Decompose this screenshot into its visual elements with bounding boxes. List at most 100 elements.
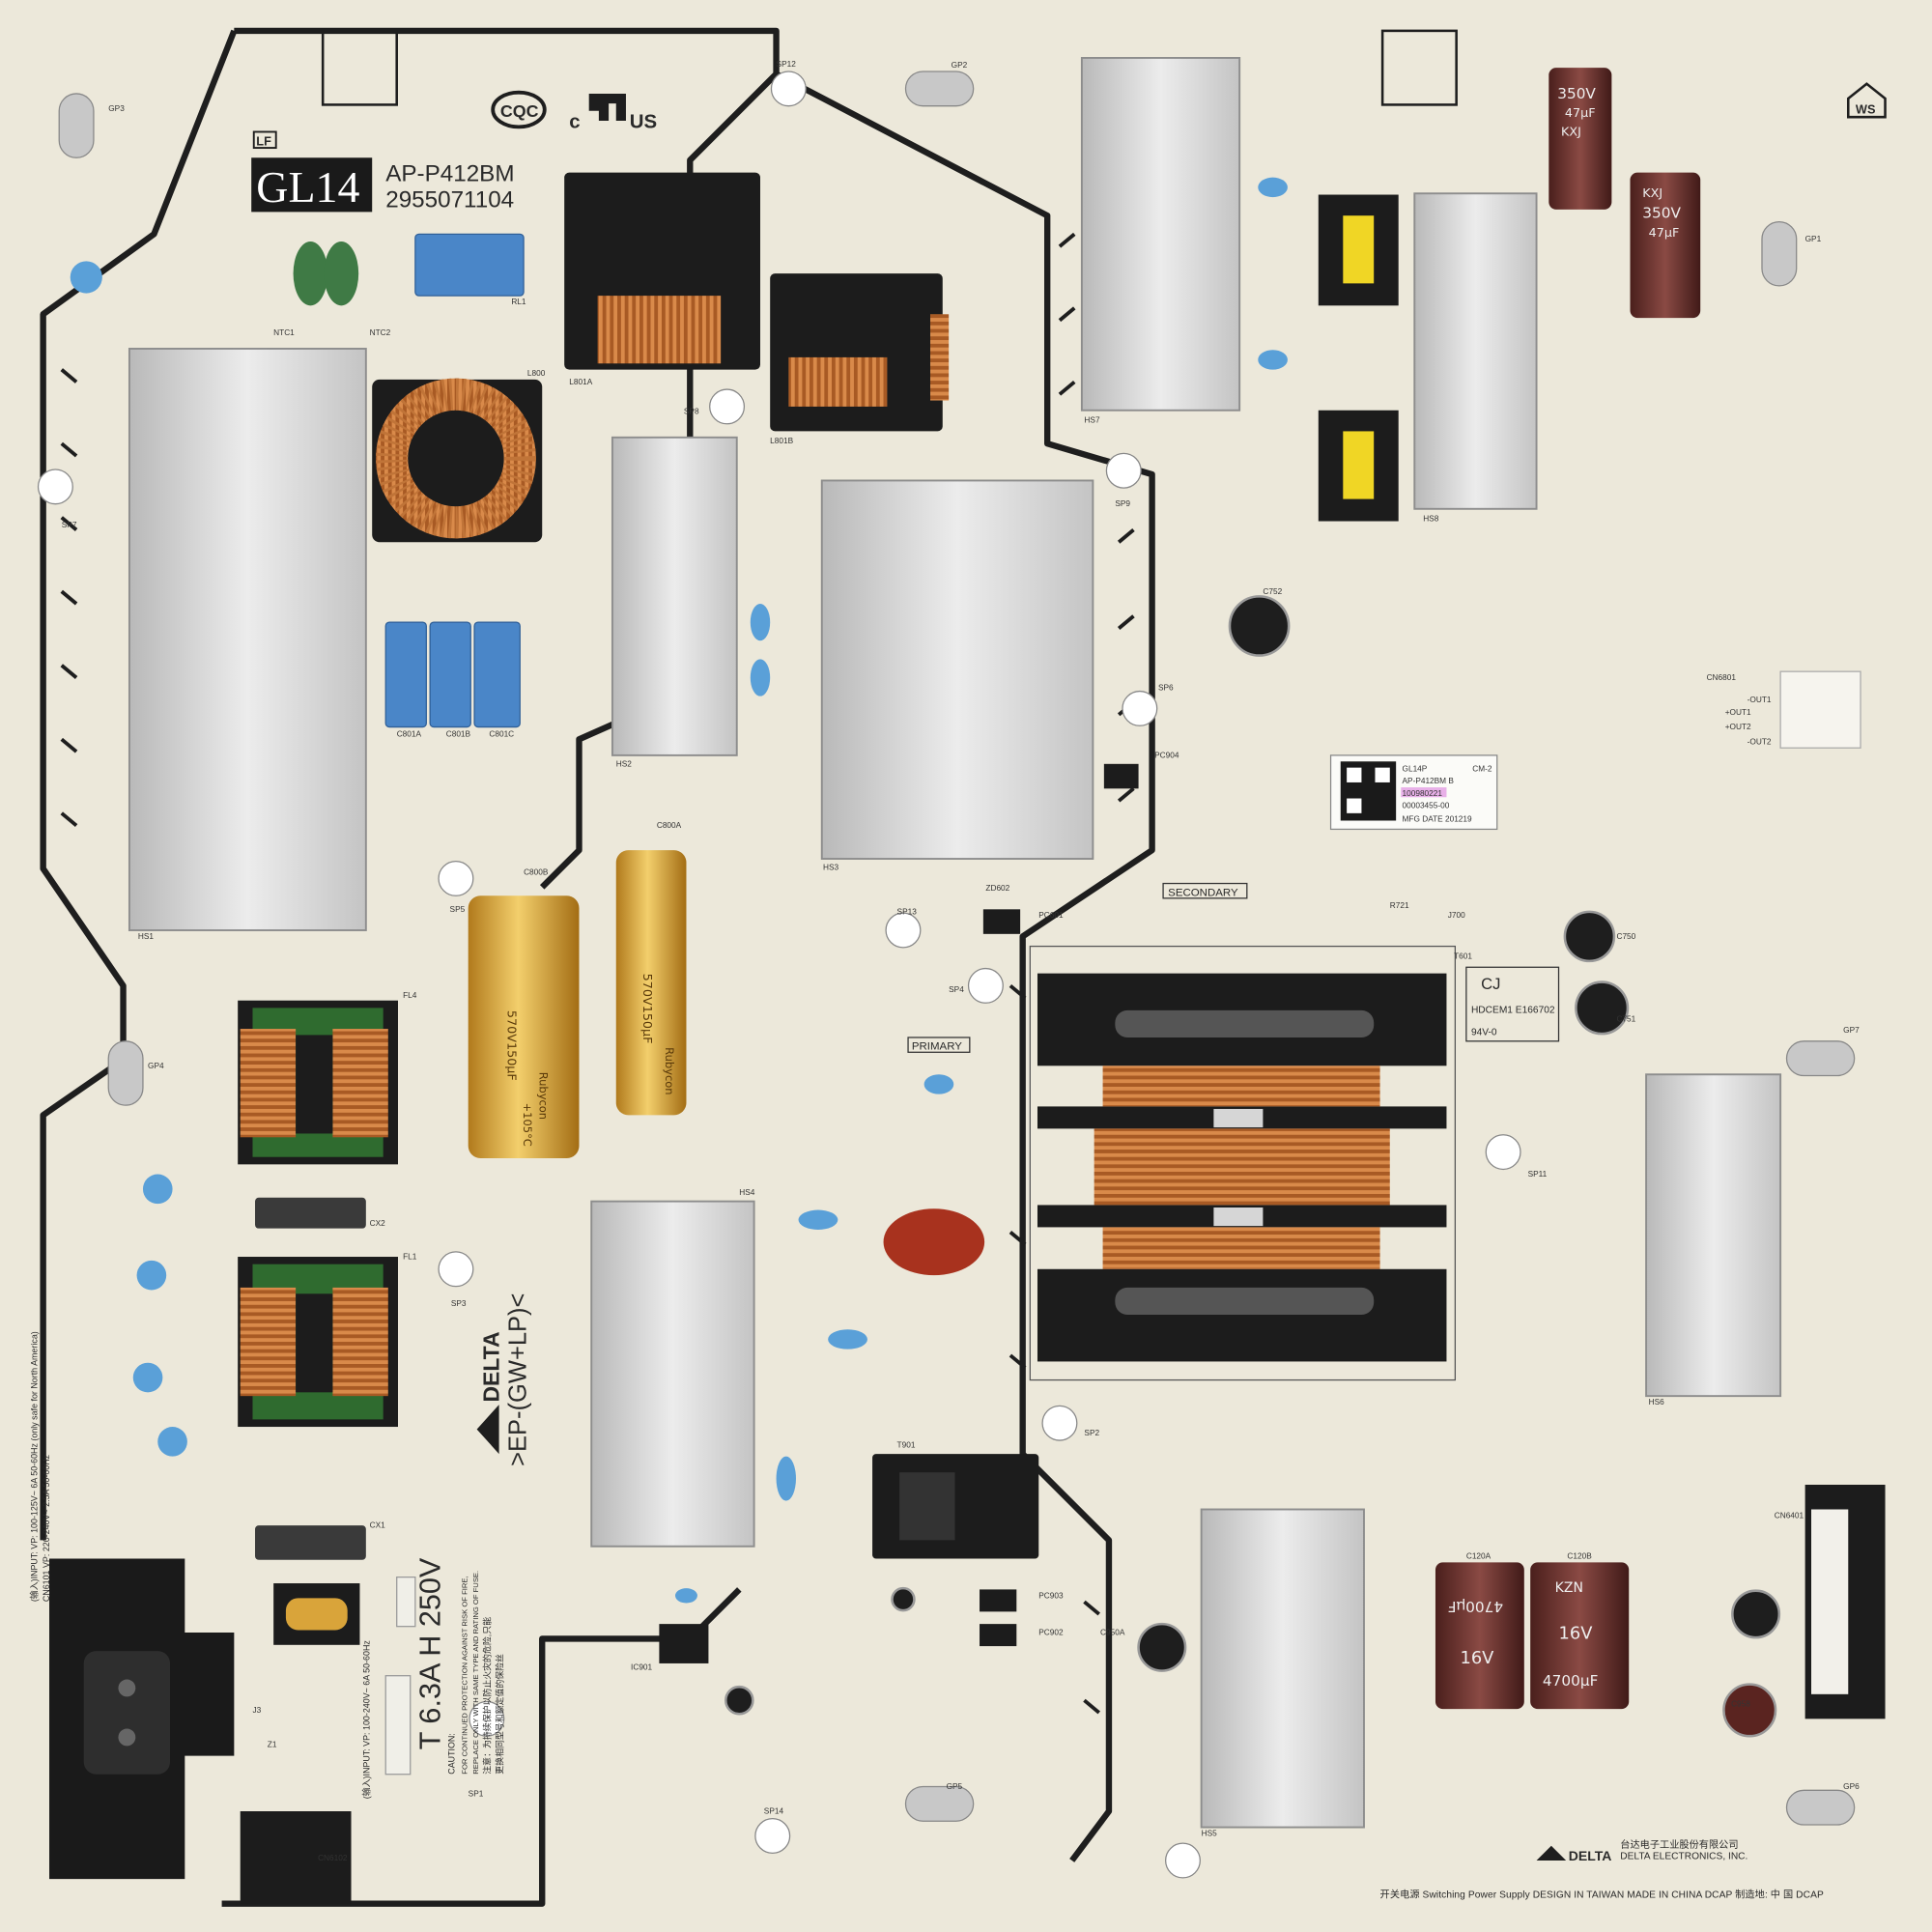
designator: C120B — [1567, 1551, 1592, 1561]
designator: SP7 — [62, 520, 77, 529]
designator: SP13 — [897, 906, 918, 916]
designator: L801A — [569, 377, 592, 386]
heatsink-hs5 — [1200, 1508, 1365, 1829]
designator: SP1 — [469, 1789, 484, 1799]
transformer-l801a — [564, 172, 760, 370]
designator: SP4 — [949, 984, 964, 994]
designator: C800A — [657, 820, 682, 830]
bulk-capacitor-c800a: 570V150µF Rubycon — [615, 850, 687, 1116]
designator: J700 — [1448, 910, 1465, 920]
designator: C801B — [446, 729, 471, 739]
designator: SP8 — [684, 407, 699, 416]
transformer-l801b — [770, 273, 950, 432]
inductor-cx1 — [255, 1525, 366, 1560]
designator: SP14 — [764, 1806, 784, 1816]
designator: C751 — [1616, 1013, 1635, 1023]
caution-line: 更换相同型号和额定值的保险丝 — [494, 1654, 504, 1775]
capacitor-c120b: KZN 16V 4700µF — [1530, 1562, 1630, 1710]
pin-label: -OUT1 — [1747, 695, 1772, 704]
designator: C120A — [1466, 1551, 1492, 1561]
designator: GP3 — [108, 103, 125, 113]
designator: CX1 — [370, 1520, 386, 1530]
ntc-thermistors — [293, 242, 359, 306]
designator: IC901 — [631, 1662, 652, 1671]
ep-code: >EP-(GW+LP)< — [505, 1293, 532, 1466]
qr-line-4: 00003455-00 — [1403, 801, 1450, 810]
bulk-capacitor-c800b: 570V150µF Rubycon +105°C — [468, 895, 580, 1158]
inductor-cx2 — [255, 1197, 366, 1229]
designator: L800 — [527, 368, 546, 378]
primary-label: PRIMARY — [912, 1041, 962, 1053]
designator: HS4 — [739, 1187, 755, 1197]
designator: GP4 — [148, 1061, 164, 1070]
fuse-caution-block: T 6.3A H 250V CAUTION: FOR CONTINUED PRO… — [413, 1557, 504, 1775]
transformer-maker: CJ — [1481, 975, 1500, 993]
cap-voltage: 16V — [1460, 1648, 1494, 1668]
designator: FL1 — [403, 1252, 417, 1262]
designator: CN6401 — [1775, 1510, 1804, 1520]
designator: SP9 — [1115, 498, 1130, 508]
designator: NTC2 — [370, 327, 391, 337]
isolation-boundary-line — [40, 27, 1155, 1907]
designator: C801C — [489, 729, 514, 739]
cap-series: KZN — [1555, 1580, 1583, 1596]
transformer-code: HDCEM1 E166702 — [1471, 1005, 1555, 1015]
designator: GP1 — [1805, 234, 1822, 243]
delta-logo-text: DELTA — [479, 1331, 504, 1402]
transformer-t601 — [1029, 945, 1457, 1381]
caution-line: REPLACE ONLY WITH SAME TYPE AND RATING O… — [471, 1571, 480, 1775]
part-number: 2955071104 — [385, 186, 514, 213]
qr-label: GL14P AP-P412BM B 100980221 00003455-00 … — [1329, 754, 1498, 831]
qr-line-5: MFG DATE 201219 — [1403, 814, 1472, 824]
transformer-t901 — [872, 1454, 1039, 1559]
ac-inlet-connector — [49, 1558, 235, 1880]
designator: CN6102 — [318, 1853, 348, 1862]
designator: HS8 — [1423, 514, 1439, 524]
designator: GP7 — [1843, 1025, 1860, 1035]
designator: C752 — [1263, 586, 1282, 596]
cap-value: 4700µF — [1448, 1598, 1503, 1615]
relay-rl1 — [414, 233, 525, 297]
screw-holes — [37, 71, 1521, 1879]
cap-value: 47µF — [1565, 106, 1596, 121]
caution-title: CAUTION: — [447, 1733, 457, 1775]
film-capacitor — [883, 1208, 985, 1276]
ground-points — [58, 71, 1856, 1826]
heatsink-hs1 — [128, 348, 367, 931]
cap-rating: 570V150µF — [639, 974, 654, 1044]
designator: T601 — [1454, 951, 1472, 960]
delta-logo-text: DELTA — [1569, 1848, 1612, 1863]
choke-coil — [285, 1598, 348, 1631]
designator: PC601 — [1038, 910, 1064, 920]
qr-line-1: GL14P — [1403, 763, 1428, 773]
cap-voltage: 350V — [1642, 205, 1681, 222]
input-label-intl: CN6101 VP: 220-240V~ 2.5A 50-60Hz — [42, 1454, 51, 1602]
designator: PC902 — [1038, 1628, 1064, 1637]
line-filter-fl1 — [238, 1257, 398, 1428]
designator: GP5 — [947, 1781, 963, 1791]
heatsink-hs3 — [820, 479, 1094, 860]
designator: HS7 — [1084, 415, 1100, 425]
heatsink-hs4 — [590, 1200, 755, 1548]
connector-cn6102 — [240, 1811, 352, 1904]
designator: SP6 — [1158, 682, 1174, 692]
designator: SP12 — [777, 59, 797, 69]
heatsinks — [128, 56, 1782, 1829]
ul-us-text: US — [630, 112, 657, 133]
y-capacitors — [70, 177, 1288, 1604]
designator: C958 — [1731, 1699, 1750, 1709]
designator: C750 — [1616, 931, 1635, 941]
pin-label: +OUT1 — [1725, 707, 1751, 717]
cap-voltage: 350V — [1557, 85, 1596, 102]
designator: HS6 — [1649, 1397, 1665, 1406]
company-name-cn: 台达电子工业股份有限公司 — [1620, 1838, 1738, 1851]
transformer-label: CJ HDCEM1 E166702 94V-0 — [1465, 966, 1560, 1042]
designator: C801A — [397, 729, 422, 739]
fuse-holder-gt5 — [396, 1577, 416, 1628]
cap-value: 47µF — [1649, 226, 1680, 241]
heatsink-hs8 — [1413, 192, 1538, 510]
qr-line-3: 100980221 — [1403, 788, 1443, 798]
heatsink-hs7 — [1080, 56, 1241, 412]
capacitor-c753b: KXJ 350V 47µF — [1630, 172, 1701, 319]
